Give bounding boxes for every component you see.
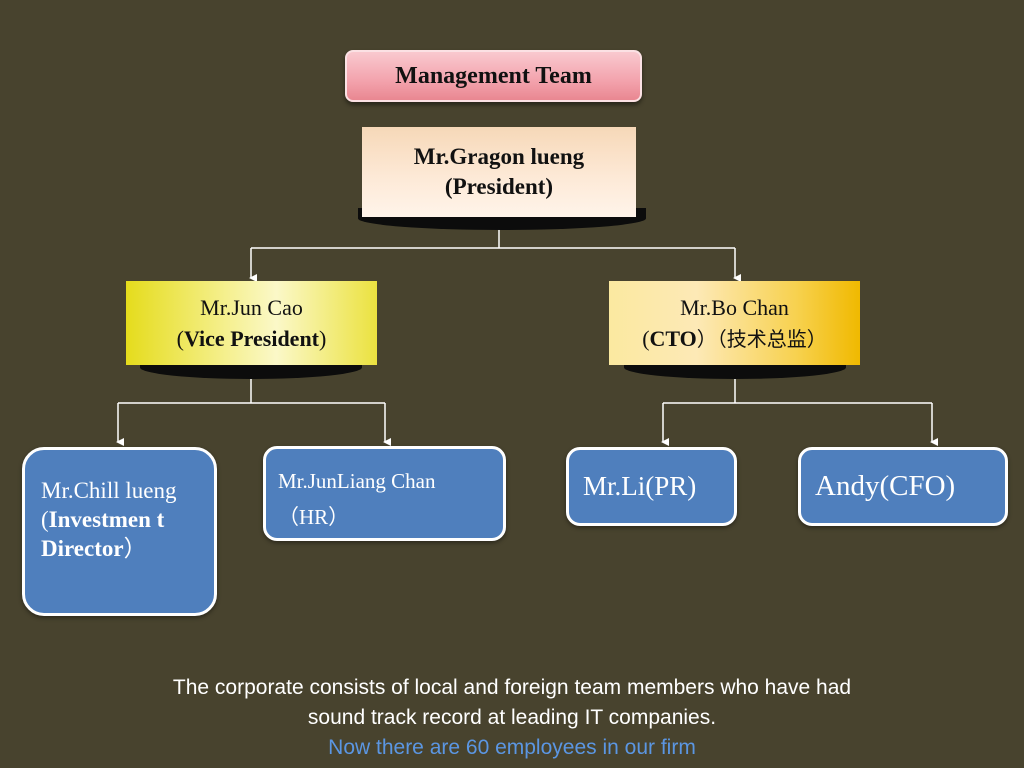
- hr-role: （HR）: [278, 505, 350, 529]
- title-text: Management Team: [395, 62, 592, 89]
- vp-name: Mr.Jun Cao: [200, 295, 303, 320]
- title-banner: Management Team: [345, 50, 642, 102]
- cto-role-chinese: ）（技术总监）: [696, 326, 827, 351]
- cto-open-paren: (: [642, 325, 650, 351]
- pr-box: Mr.Li(PR): [566, 447, 737, 526]
- vp-box: Mr.Jun Cao (Vice President): [126, 281, 377, 365]
- cfo-label: Andy(CFO): [815, 470, 956, 502]
- president-box: Mr.Gragon lueng (President): [362, 127, 636, 217]
- cto-box: Mr.Bo Chan (CTO）（技术总监）: [609, 281, 860, 365]
- cto-name: Mr.Bo Chan: [680, 294, 789, 320]
- hr-name: Mr.JunLiang Chan: [278, 469, 436, 493]
- investment-director-name: Mr.Chill lueng: [41, 478, 177, 503]
- vp-close-paren: ): [319, 326, 327, 351]
- cto-role: CTO: [649, 325, 697, 351]
- president-role: (President): [444, 174, 554, 199]
- cfo-box: Andy(CFO): [798, 447, 1008, 526]
- footer-employee-count: Now there are 60 employees in our firm: [328, 736, 696, 759]
- investment-director-close-paren: ）: [123, 536, 147, 561]
- footer-line-1: The corporate consists of local and fore…: [172, 676, 852, 699]
- investment-director-role: Investmen t Director: [41, 507, 165, 561]
- vp-role: Vice President: [183, 326, 320, 351]
- footer-text: The corporate consists of local and fore…: [0, 673, 1024, 763]
- investment-director-open-paren: (: [41, 507, 49, 532]
- vp-open-paren: (: [176, 326, 184, 351]
- pr-label: Mr.Li(PR): [583, 471, 697, 501]
- vp-role-line: (Vice President): [177, 323, 327, 354]
- investment-director-box: Mr.Chill lueng (Investmen t Director）: [22, 447, 217, 616]
- footer-line-2: sound track record at leading IT compani…: [307, 706, 717, 729]
- hr-box: Mr.JunLiang Chan （HR）: [263, 446, 506, 541]
- cto-role-line: (CTO）（技术总监）: [642, 323, 827, 355]
- president-name: Mr.Gragon lueng: [413, 144, 585, 169]
